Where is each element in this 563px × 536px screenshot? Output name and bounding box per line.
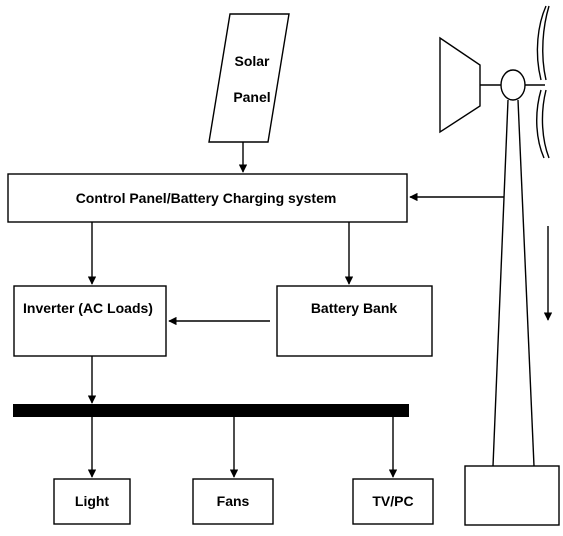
inverter-label: Inverter (AC Loads) <box>23 300 153 316</box>
turbine-blade-lower-2 <box>541 89 550 159</box>
light-label: Light <box>75 493 110 509</box>
turbine-hub-shape <box>500 69 526 101</box>
battery-bank-box <box>276 285 433 357</box>
distribution-bus-bar <box>13 404 409 417</box>
turbine-tower-right <box>517 99 535 467</box>
inverter-box <box>13 285 167 357</box>
light-box <box>53 478 131 525</box>
turbine-blade-upper-2 <box>542 5 550 81</box>
fans-label: Fans <box>217 493 250 509</box>
tvpc-box <box>352 478 434 525</box>
fans-box <box>192 478 274 525</box>
turbine-blade-upper <box>536 5 547 81</box>
turbine-nacelle-shape <box>439 36 481 134</box>
battery-bank-label: Battery Bank <box>311 300 398 316</box>
solar-panel-label-line1: Solar <box>234 53 270 69</box>
solar-panel-label-line2: Panel <box>233 89 270 105</box>
turbine-tower-left <box>492 99 509 467</box>
wind-turbine <box>439 5 560 526</box>
tvpc-label: TV/PC <box>372 493 413 509</box>
control-panel-label: Control Panel/Battery Charging system <box>76 190 337 206</box>
turbine-base-box <box>464 465 560 526</box>
solar-panel-shape <box>208 13 290 143</box>
control-panel-box <box>7 173 408 223</box>
turbine-blade-lower <box>536 89 545 159</box>
